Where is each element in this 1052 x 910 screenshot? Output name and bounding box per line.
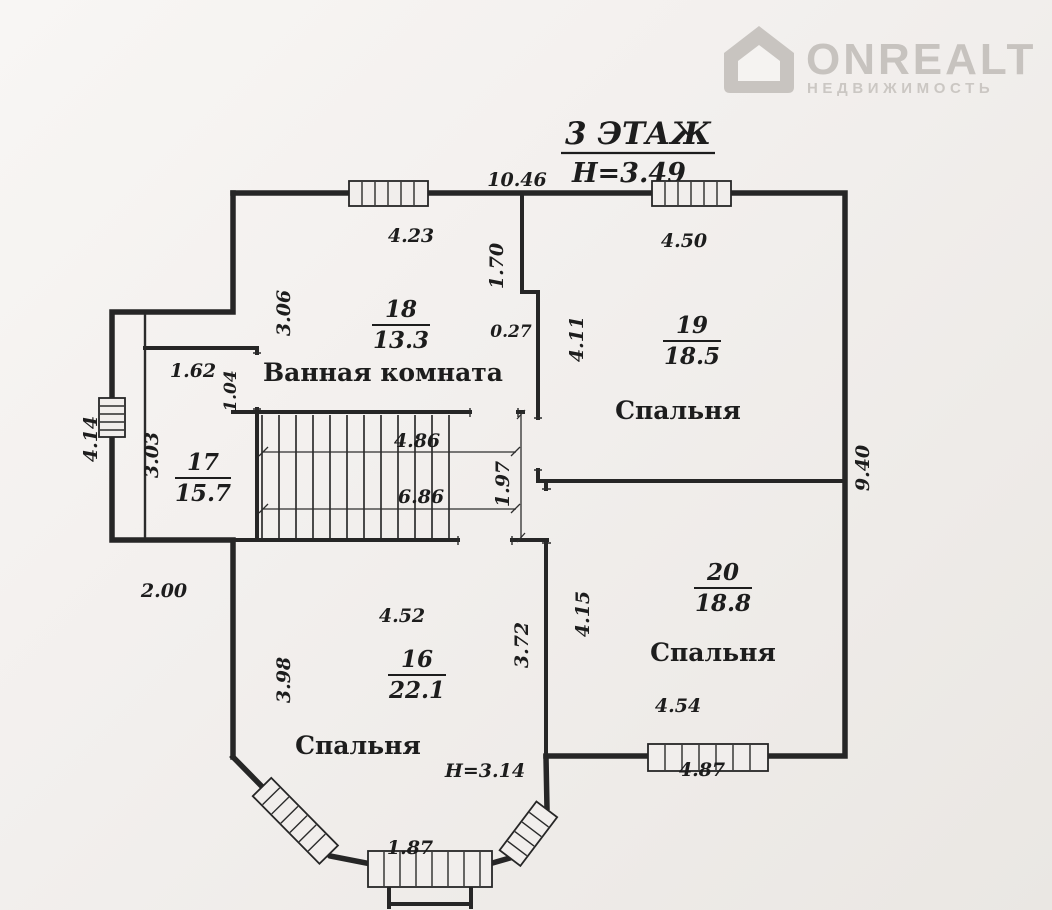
dim-bath-right: 1.70 <box>486 243 508 289</box>
logo-subtitle: НЕДВИЖИМОСТЬ <box>807 80 994 97</box>
window-bay-left <box>251 776 340 866</box>
stair-treads <box>261 415 450 538</box>
house-icon-cutout <box>738 45 780 81</box>
window-ticks <box>100 405 124 431</box>
dim-corridor-right: 1.97 <box>492 461 514 507</box>
dim-stairs-top: 4.86 <box>394 430 440 452</box>
room16-number: 16 <box>401 646 433 673</box>
floor-title: 3 ЭТАЖ <box>565 116 712 152</box>
window-ticks <box>664 745 751 770</box>
window-top-right <box>651 180 732 207</box>
logo-brand: ONREALT <box>806 35 1036 84</box>
dim-right-total: 9.40 <box>852 445 874 491</box>
room18-area: 13.3 <box>373 327 429 354</box>
window-ticks <box>361 182 415 205</box>
dimension-labels: 4.23 1.70 4.50 3.06 0.27 4.11 1.62 1.04 … <box>80 225 874 859</box>
room17-area: 15.7 <box>175 480 231 507</box>
room20-number: 20 <box>706 559 739 586</box>
window-frame <box>98 397 126 438</box>
dim-wing-left: 4.14 <box>80 416 102 462</box>
dim-hall-door: 1.04 <box>221 370 241 411</box>
dim-bed20-bottom: 4.54 <box>655 695 701 717</box>
room16-area: 22.1 <box>388 677 445 704</box>
onrealt-logo: ONREALT НЕДВИЖИМОСТЬ <box>724 26 1036 97</box>
dim-bed16-right: 3.72 <box>511 622 533 668</box>
dim-wing-bottom: 2.00 <box>140 580 187 602</box>
window-frame <box>251 776 340 866</box>
window-ticks <box>383 852 481 886</box>
dim-bay-bottom: 1.87 <box>387 837 433 859</box>
staircase <box>258 409 526 543</box>
walls <box>109 190 848 909</box>
plan-title-block: 3 ЭТАЖ Н=3.49 10.46 <box>487 116 715 191</box>
stair-dimension-lines <box>263 415 522 538</box>
dim-bath-left: 3.06 <box>273 290 295 336</box>
dim-top-total: 10.46 <box>487 169 547 191</box>
room19-name: Спальня <box>615 396 741 425</box>
windows <box>98 180 769 888</box>
dim-bay-height: Н=3.14 <box>444 760 525 782</box>
dim-bed16-top: 4.52 <box>379 605 425 627</box>
window-ticks <box>507 811 549 857</box>
room20-area: 18.8 <box>695 590 751 617</box>
dim-bed19-left: 4.11 <box>566 316 588 362</box>
room18-name: Ванная комната <box>263 358 503 387</box>
dim-bed20-bottom-outer: 4.87 <box>679 759 725 781</box>
dim-bed20-left: 4.15 <box>572 591 594 637</box>
dim-stairs-bottom: 6.86 <box>398 486 444 508</box>
window-frame <box>367 850 493 888</box>
window-bed20-bottom <box>647 743 769 772</box>
dim-wall-jog: 0.27 <box>490 322 532 342</box>
dim-hall-top: 1.62 <box>170 360 216 382</box>
window-bay-right <box>498 800 559 868</box>
window-ticks <box>664 182 718 205</box>
dim-bath-top: 4.23 <box>388 225 434 247</box>
window-frame <box>647 743 769 772</box>
window-left-wing <box>98 397 126 438</box>
stair-dimension-ticks <box>258 409 526 543</box>
room18-number: 18 <box>385 296 417 323</box>
window-top-left <box>348 180 429 207</box>
room16-name: Спальня <box>295 731 421 760</box>
room-labels: 18 13.3 Ванная комната 19 18.5 Спальня 1… <box>175 296 776 760</box>
room17-number: 17 <box>187 449 219 476</box>
room19-area: 18.5 <box>664 343 720 370</box>
dim-bed19-top: 4.50 <box>661 230 707 252</box>
room20-name: Спальня <box>650 638 776 667</box>
window-bay-bottom <box>367 850 493 888</box>
bay-lower-fragment <box>387 885 473 909</box>
window-frame <box>498 800 559 868</box>
door-jambs <box>253 352 551 545</box>
room19-number: 19 <box>676 312 708 339</box>
dim-hall-left: 3.03 <box>141 432 163 478</box>
window-ticks <box>262 787 326 852</box>
dim-bed16-left: 3.98 <box>273 657 295 703</box>
